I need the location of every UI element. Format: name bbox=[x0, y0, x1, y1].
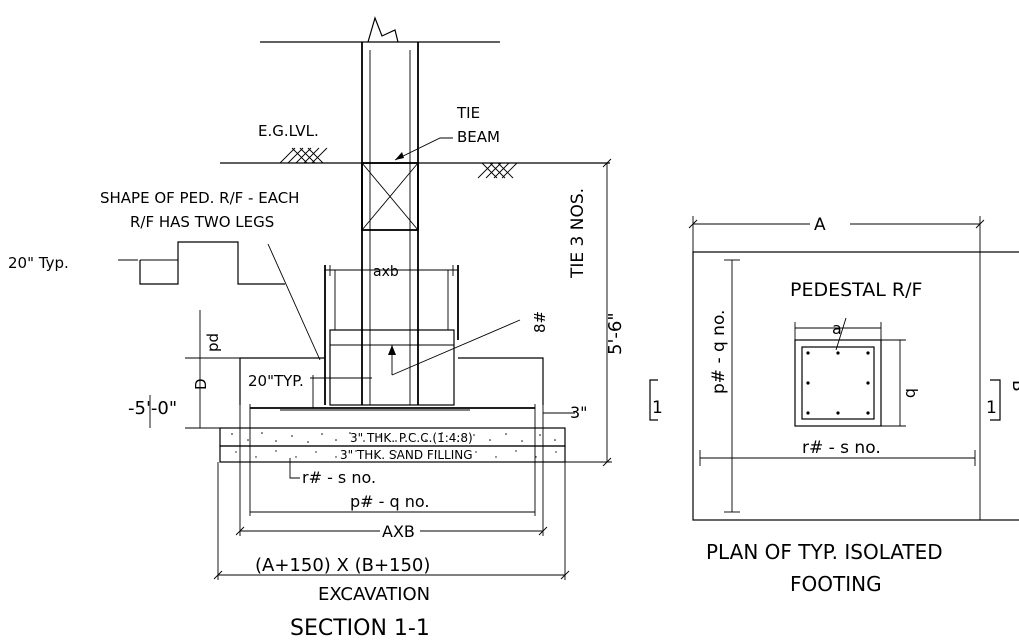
bars-y-label: p# - q no. bbox=[709, 310, 729, 394]
plan-view: A p# - q no. r# - s no. a b PEDESTAL R/F bbox=[649, 215, 1019, 596]
pedestal-rf-leader bbox=[835, 317, 847, 351]
bottom-bars-leader bbox=[289, 458, 300, 479]
shape-note-line-1: SHAPE OF PED. R/F - EACH bbox=[100, 189, 299, 207]
sand-layer-label: 3" THK. SAND FILLING bbox=[340, 448, 473, 462]
sand-layer bbox=[219, 445, 566, 463]
section-mark-right-label: 1 bbox=[986, 398, 997, 418]
section-title: SECTION 1-1 bbox=[290, 616, 430, 641]
pedestal-outline bbox=[794, 339, 882, 427]
tie-depth-label: 5'-6" bbox=[605, 312, 626, 355]
depth-left-label: -5'-0" bbox=[128, 398, 177, 419]
pcc-stipple bbox=[231, 432, 557, 458]
bar-8-leader bbox=[391, 319, 521, 376]
bar-8-label: 8# bbox=[531, 311, 549, 333]
dim-a-label: a bbox=[832, 319, 842, 338]
shape-leader bbox=[267, 243, 321, 361]
dim-b-label: b bbox=[902, 388, 921, 398]
section-mark-left-label: 1 bbox=[652, 398, 663, 418]
tie-beam-label-1: TIE bbox=[456, 104, 480, 122]
dim-pd-label: pd bbox=[204, 333, 222, 352]
excavation-label: EXCAVATION bbox=[318, 584, 430, 605]
tie-count-label: TIE 3 NOS. bbox=[568, 188, 588, 279]
cover-3-label: 3" bbox=[570, 403, 588, 422]
plan-title-line-2: FOOTING bbox=[790, 572, 882, 596]
footing-right-top bbox=[458, 357, 544, 405]
pedestal-stirrup bbox=[329, 329, 455, 406]
soil-hatch-left bbox=[279, 147, 328, 164]
plan-title-line-1: PLAN OF TYP. ISOLATED bbox=[706, 540, 943, 564]
footing-size-label: AXB bbox=[382, 522, 415, 541]
pedestal-bars bbox=[806, 351, 870, 415]
pedestal-rf-shape bbox=[139, 241, 285, 285]
section-mark-left bbox=[649, 379, 658, 421]
footing-outline bbox=[692, 251, 1019, 521]
section-view: E.G.LVL. TIE BEAM SHAPE OF PED. R/F - EA… bbox=[8, 16, 626, 641]
tie-beam-leader bbox=[394, 137, 453, 161]
tie-beam-section bbox=[361, 162, 419, 231]
bottom-bars-label: r# - s no. bbox=[302, 468, 376, 487]
pedestal-rf-label: PEDESTAL R/F bbox=[790, 279, 922, 301]
typ-20-b-label: 20"TYP. bbox=[248, 372, 304, 390]
pedestal-rf-box bbox=[801, 346, 875, 420]
shape-note-line-2: R/F HAS TWO LEGS bbox=[130, 213, 274, 231]
break-symbol bbox=[367, 16, 399, 43]
pcc-layer-label: 3" THK. P.C.C.(1:4:8) bbox=[350, 431, 473, 445]
excavation-size-label: (A+150) X (B+150) bbox=[255, 555, 430, 576]
bars-x-label: r# - s no. bbox=[802, 438, 881, 458]
section-mark-right bbox=[990, 379, 1001, 421]
tie-beam-label-2: BEAM bbox=[457, 128, 500, 146]
dim-d-label: D bbox=[192, 378, 210, 390]
dim-B-label: B bbox=[1008, 380, 1019, 392]
dim-A-label: A bbox=[814, 215, 826, 235]
typ-20-label: 20" Typ. bbox=[8, 254, 69, 272]
eg-level-label: E.G.LVL. bbox=[258, 122, 319, 140]
top-bars-label: p# - q no. bbox=[350, 492, 429, 511]
pedestal-size-label: axb bbox=[373, 264, 399, 280]
soil-hatch-right bbox=[477, 162, 518, 179]
